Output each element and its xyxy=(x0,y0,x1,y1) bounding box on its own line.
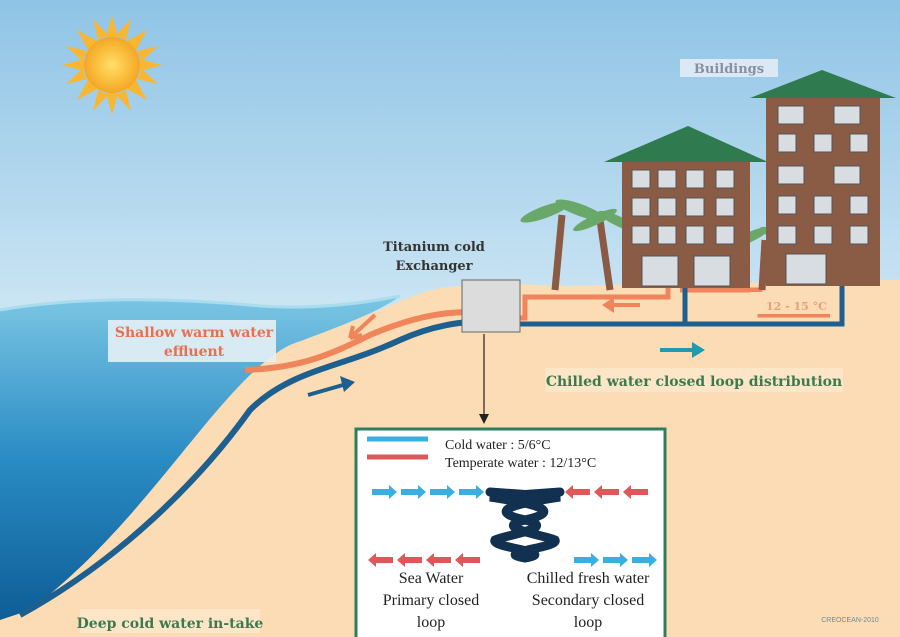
heat-exchanger-coil-icon xyxy=(485,487,565,563)
exchanger-legend-box: Cold water : 5/6°C Temperate water : 12/… xyxy=(354,427,667,637)
flow-arrow-return-head xyxy=(602,297,614,313)
credit-label: CREOCEAN-2010 xyxy=(821,617,879,624)
chilled-loop-supply-pipe xyxy=(495,285,845,327)
deep-intake-label-box xyxy=(80,609,260,633)
shallow-label-line1: Shallow warm water xyxy=(115,325,274,341)
chilled-distribution-label: Chilled water closed loop distribution xyxy=(546,374,842,390)
cold-in-arrows xyxy=(372,485,484,499)
warm-in-arrows xyxy=(565,485,648,499)
deep-intake-label: Deep cold water in-take xyxy=(77,616,264,632)
building-small xyxy=(604,126,768,288)
sea xyxy=(0,296,400,620)
buildings-label: Buildings xyxy=(694,62,764,77)
flow-arrow-warm xyxy=(348,313,377,340)
sun-icon xyxy=(62,15,162,115)
fresh-water-label-line1: Chilled fresh water xyxy=(527,570,650,587)
shallow-label-box xyxy=(108,320,276,362)
shoreline xyxy=(0,294,401,312)
deep-cold-intake-pipe xyxy=(18,317,491,618)
fresh-water-label-line3: loop xyxy=(574,614,602,631)
building-tall xyxy=(750,70,896,286)
sea-water-label-line1: Sea Water xyxy=(399,570,464,587)
fresh-water-label-line2: Secondary closed xyxy=(532,592,644,609)
shallow-label-line2: effluent xyxy=(164,344,225,360)
building-temp-tag xyxy=(750,292,832,314)
cold-out-arrows xyxy=(574,553,657,567)
sea-water-label-line2: Primary closed xyxy=(383,592,479,609)
exchanger-label-line2: Exchanger xyxy=(395,259,472,274)
warm-effluent-pipe xyxy=(244,309,471,373)
flow-arrow-supply-head xyxy=(692,342,705,358)
sea-water-label-line3: loop xyxy=(417,614,445,631)
legend-warm-label: Temperate water : 12/13°C xyxy=(445,456,596,471)
legend-cold-label: Cold water : 5/6°C xyxy=(445,438,551,453)
warm-out-arrows xyxy=(368,553,480,567)
flow-arrow-cold-head xyxy=(340,376,355,392)
exchanger-pointer-arrow xyxy=(479,414,489,424)
building-temp-label: 12 - 15 °C xyxy=(766,300,827,313)
exchanger-label-line1: Titanium cold xyxy=(383,240,485,255)
buildings-label-box xyxy=(680,59,778,77)
exchanger-box xyxy=(461,279,521,333)
chilled-label-box xyxy=(545,368,843,392)
